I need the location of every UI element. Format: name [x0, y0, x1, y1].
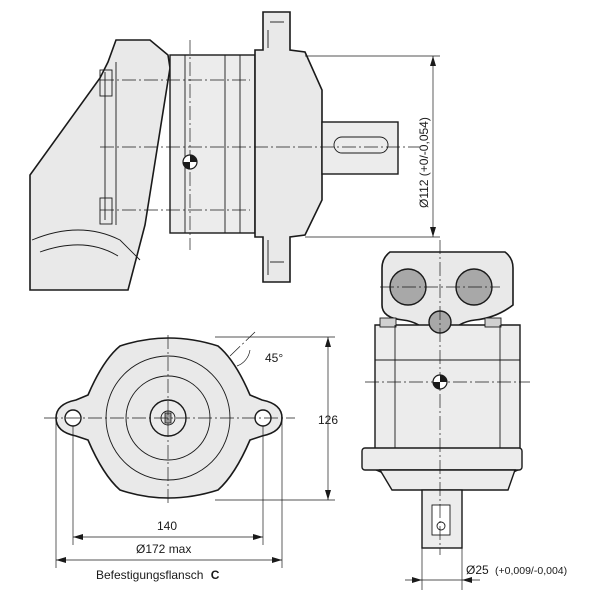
side-view-cylinder [169, 54, 256, 234]
dim-flange-diameter: Ø172 max [136, 542, 191, 556]
center-of-gravity-icon [182, 154, 198, 170]
center-of-gravity-icon [432, 374, 448, 390]
end-view: Ø25 (+0,009/-0,004) [361, 240, 567, 590]
front-view: 45° 126 140 Ø172 max Befestigungsflansch… [44, 331, 338, 582]
flange-caption: Befestigungsflansch C [96, 568, 220, 582]
side-view-housing [29, 39, 171, 291]
dim-height: 126 [318, 413, 338, 427]
dim-shaft-diameter-bottom: Ø25 (+0,009/-0,004) [466, 563, 567, 577]
dim-shaft-diameter-top: Ø112 (+0/-0,054) [417, 117, 431, 208]
side-view: Ø112 (+0/-0,054) [29, 11, 440, 291]
side-view-shaft-key [333, 136, 389, 154]
dim-angle: 45° [265, 351, 283, 365]
side-view-shaft [321, 121, 399, 175]
flange-caption-letter: C [211, 568, 220, 582]
dim-shaft-tolerance-bottom: (+0,009/-0,004) [495, 565, 567, 577]
dim-bolt-spacing: 140 [157, 519, 177, 533]
dim-shaft-diameter-bottom-value: Ø25 [466, 563, 489, 577]
flange-caption-text: Befestigungsflansch [96, 568, 203, 582]
